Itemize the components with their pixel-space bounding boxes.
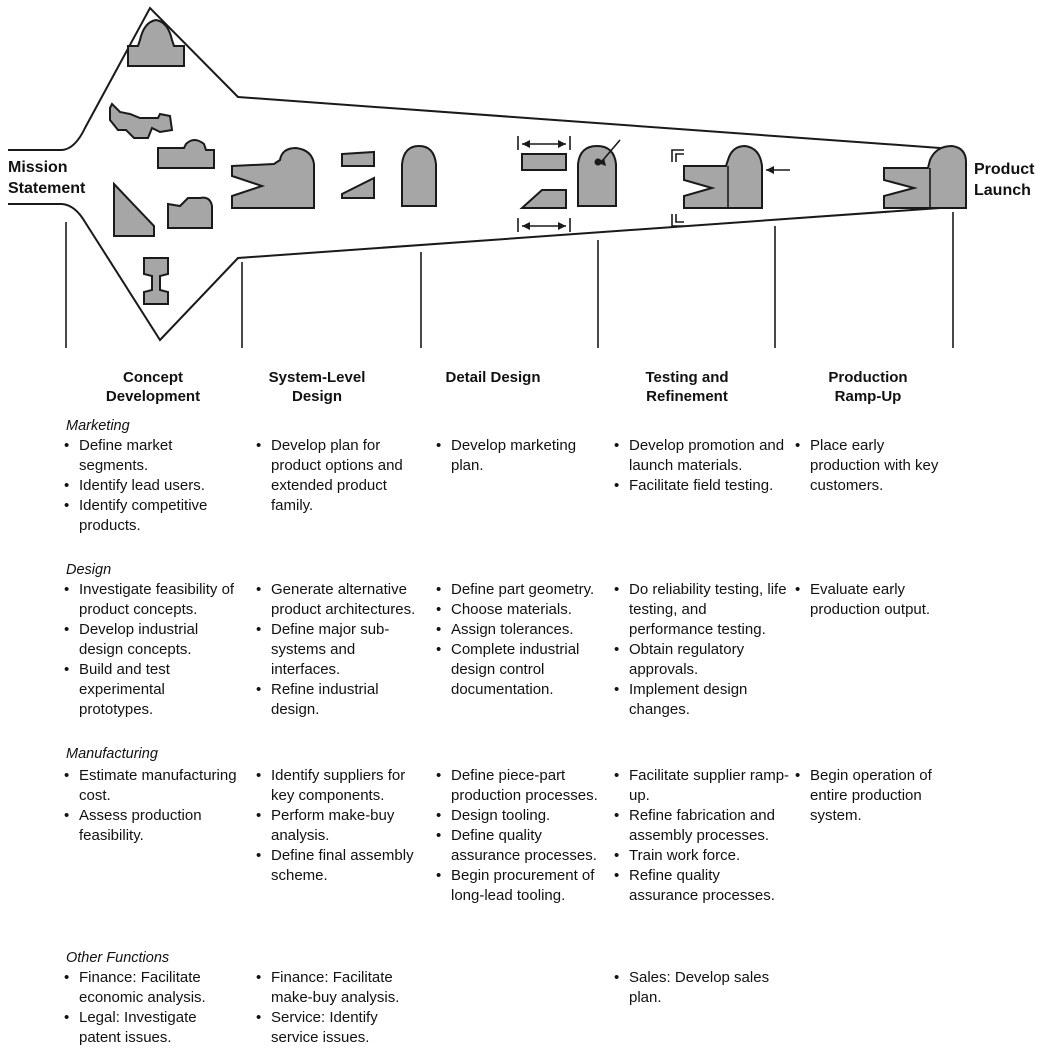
activity-list: Facilitate supplier ramp-up.Refine fabri… [612,766,790,906]
part-v-notch-block [231,146,315,209]
activity-item: Refine fabrication and assembly processe… [612,806,790,846]
category-marketing: Marketing [66,418,130,434]
part-rounded-block-dim [577,144,617,207]
activity-item: Service: Identify service issues. [254,1008,426,1048]
activity-list: Place early production with key customer… [793,436,955,496]
activity-item: Sales: Develop sales plan. [612,968,790,1008]
activity-item: Develop promotion and launch materials. [612,436,790,476]
test-arrow [602,139,621,161]
activity-list: Estimate manufacturing cost.Assess produ… [62,766,242,846]
activity-list: Begin operation of entire production sys… [793,766,955,826]
activity-list: Evaluate early production output. [793,580,955,620]
part-wedge [113,181,155,237]
activity-list: Define market segments.Identify lead use… [62,436,242,536]
activity-item: Define market segments. [62,436,242,476]
part-final-product [883,144,967,209]
activity-item: Legal: Investigate patent issues. [62,1008,242,1048]
category-design: Design [66,562,112,578]
activity-item: Finance: Facilitate make-buy analysis. [254,968,426,1008]
activity-item: Develop plan for product options and ext… [254,436,426,516]
activity-item: Facilitate field testing. [612,476,790,496]
activity-item: Design tooling. [434,806,606,826]
activity-item: Investigate feasibility of product conce… [62,580,242,620]
activity-item: Begin operation of entire production sys… [793,766,955,826]
activity-item: Define quality assurance processes. [434,826,606,866]
activity-item: Finance: Facilitate economic analysis. [62,968,242,1008]
activity-item: Assess production feasibility. [62,806,242,846]
activity-list: Finance: Facilitate economic analysis.Le… [62,968,242,1048]
activity-item: Develop industrial design concepts. [62,620,242,660]
development-funnel [8,6,967,348]
activity-list: Investigate feasibility of product conce… [62,580,242,720]
part-small-mating [167,196,213,229]
part-assembly-test [683,144,763,209]
part-lower-wedge-dim [519,189,567,209]
funnel-outline-bottom [8,203,941,342]
activity-list: Define part geometry.Choose materials.As… [434,580,606,700]
activity-item: Train work force. [612,846,790,866]
part-upper-wedge-dim [521,153,567,171]
activity-item: Facilitate supplier ramp-up. [612,766,790,806]
category-other-functions: Other Functions [66,950,170,966]
activity-list: Develop marketing plan. [434,436,606,476]
activity-item: Refine industrial design. [254,680,426,720]
part-small-dome-block [157,139,215,169]
part-notched-bar [109,102,174,139]
activity-item: Perform make-buy analysis. [254,806,426,846]
activity-item: Begin procurement of long-lead tooling. [434,866,606,906]
phase-title-detail: Detail Design [445,369,541,386]
category-manufacturing: Manufacturing [66,746,158,762]
activity-item: Identify competitive products. [62,496,242,536]
activity-list: Sales: Develop sales plan. [612,968,790,1008]
activity-item: Choose materials. [434,600,606,620]
activity-item: Define major sub-systems and interfaces. [254,620,426,680]
activity-item: Complete industrial design control docum… [434,640,606,700]
activity-item: Place early production with key customer… [793,436,955,496]
part-upper-wedge [341,150,375,167]
activity-list: Develop plan for product options and ext… [254,436,426,516]
part-rounded-block [401,144,437,207]
activity-list: Identify suppliers for key components.Pe… [254,766,426,886]
activity-item: Assign tolerances. [434,620,606,640]
activity-list: Do reliability testing, life testing, an… [612,580,790,720]
activity-list: Define piece-part production processes.D… [434,766,606,906]
activity-list: Finance: Facilitate make-buy analysis.Se… [254,968,426,1048]
activity-item: Define piece-part production processes. [434,766,606,806]
activity-item: Develop marketing plan. [434,436,606,476]
activity-item: Identify suppliers for key components. [254,766,426,806]
activity-item: Estimate manufacturing cost. [62,766,242,806]
activity-item: Obtain regulatory approvals. [612,640,790,680]
part-lower-wedge [341,176,375,199]
activity-item: Evaluate early production output. [793,580,955,620]
activity-item: Define final assembly scheme. [254,846,426,886]
activity-list: Develop promotion and launch materials.F… [612,436,790,496]
activity-item: Define part geometry. [434,580,606,600]
activity-item: Generate alternative product architectur… [254,580,426,620]
activity-list: Generate alternative product architectur… [254,580,426,720]
part-dome-block [127,18,185,67]
part-i-beam [143,257,169,305]
activity-item: Implement design changes. [612,680,790,720]
activity-item: Refine quality assurance processes. [612,866,790,906]
activity-item: Identify lead users. [62,476,242,496]
activity-item: Build and test experimental prototypes. [62,660,242,720]
activity-item: Do reliability testing, life testing, an… [612,580,790,640]
